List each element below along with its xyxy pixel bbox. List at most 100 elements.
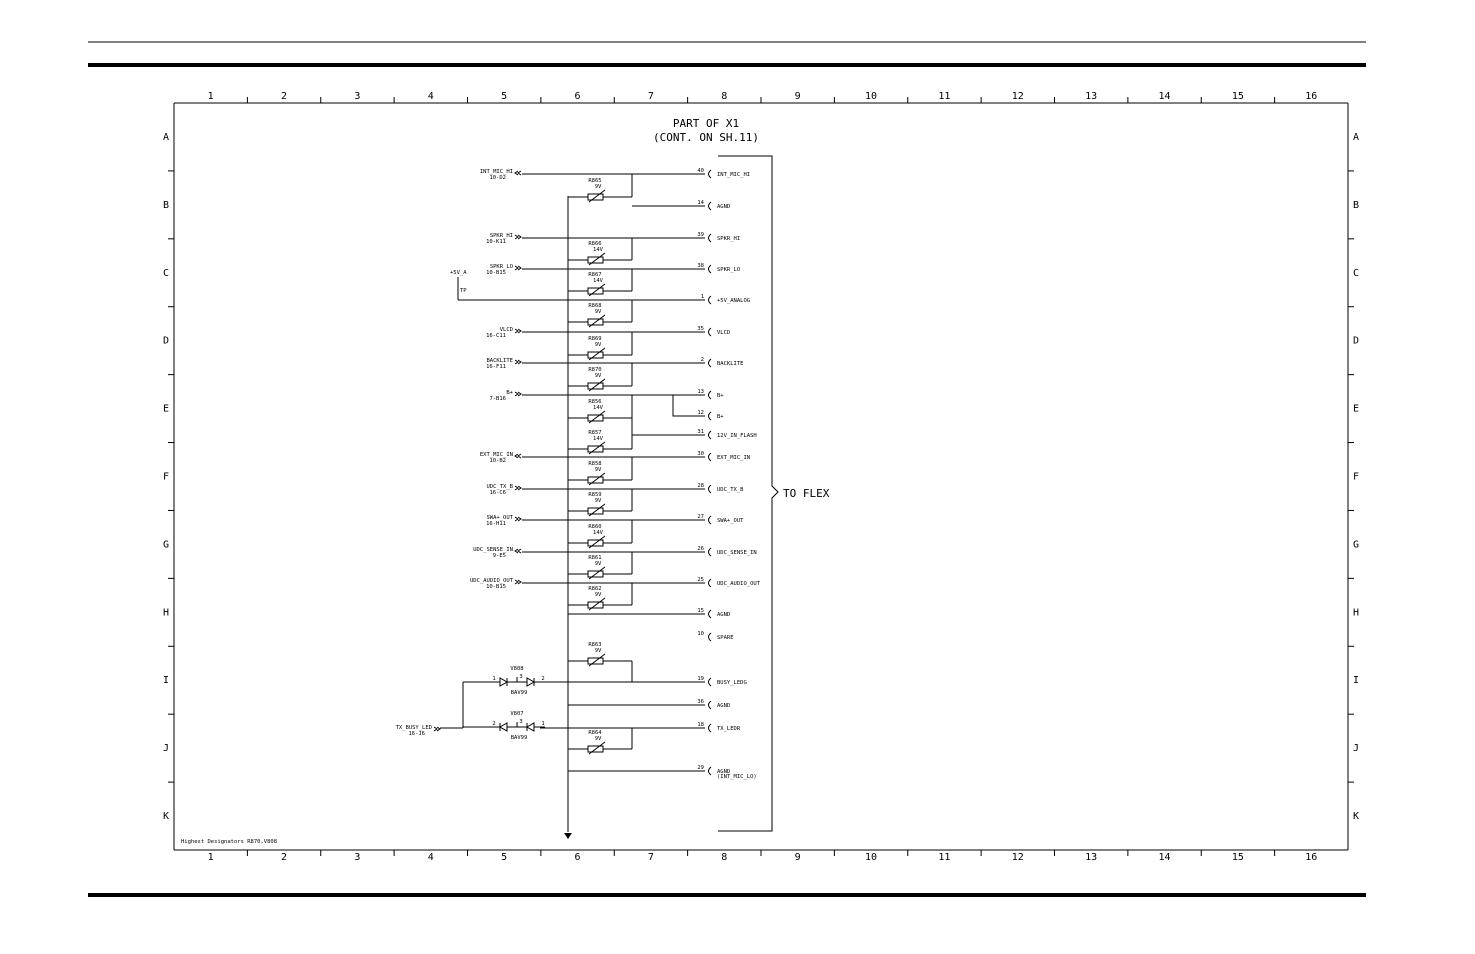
offpage-reference: 16-H11: [486, 521, 506, 527]
column-label-top: 16: [1305, 91, 1317, 102]
top-thick-rule: [88, 63, 1366, 67]
column-label-top: 15: [1232, 91, 1244, 102]
connector-pin-icon: [708, 264, 712, 274]
row-label-left: A: [163, 132, 169, 143]
varistor-ref: R858: [588, 461, 601, 467]
offpage-connector-icon: [514, 516, 522, 522]
offpage-connector-icon: [514, 579, 522, 585]
varistor-ref: R867: [588, 272, 601, 278]
varistor-slash: [588, 347, 606, 361]
connector-signal-name: 12V_IN_FLASH: [717, 433, 757, 439]
column-label-top: 10: [865, 91, 877, 102]
diode-triangle-icon: [499, 677, 509, 687]
connector-signal-name: B+: [717, 414, 724, 420]
agnd-note: (INT_MIC_LO): [717, 774, 757, 780]
column-label-top: 9: [795, 91, 801, 102]
column-label-bot: 16: [1305, 852, 1317, 863]
offpage-signal-name: SPKR_HI: [490, 233, 513, 239]
offpage-signal-name: UDC_TX_B: [487, 484, 514, 490]
column-label-bot: 9: [795, 852, 801, 863]
pin-number: 28: [697, 483, 704, 489]
varistor-value: 14V: [593, 436, 604, 442]
varistor-ref: R868: [588, 303, 601, 309]
row-label-right: G: [1353, 539, 1359, 550]
column-label-bot: 6: [575, 852, 581, 863]
row-label-right: A: [1353, 132, 1359, 143]
pin-number: 27: [697, 514, 704, 520]
pin-number: 40: [697, 168, 704, 174]
varistor-ref: R869: [588, 336, 601, 342]
connector-signal-name: SWA+_OUT: [717, 518, 744, 524]
varistor-slash: [588, 597, 606, 611]
varistor-value: 9V: [595, 592, 602, 598]
column-label-top: 2: [281, 91, 287, 102]
connector-pin-icon: [708, 201, 712, 211]
row-label-right: K: [1353, 811, 1359, 822]
bplus-jumper: [672, 395, 705, 417]
connector-signal-name: SPARE: [717, 635, 734, 641]
varistor-ref: R870: [588, 367, 601, 373]
varistor-ref: R863: [588, 642, 601, 648]
flash-line: [631, 434, 705, 447]
offpage-signal-name: UDC_SENSE_IN: [473, 547, 513, 553]
varistor-ref: R857: [588, 430, 601, 436]
pin-number: 10: [697, 631, 704, 637]
pin-number: 1: [701, 294, 704, 300]
varistor-value: 14V: [593, 247, 604, 253]
offpage-reference: 16-F11: [486, 364, 506, 370]
power-tp-label: TP: [460, 288, 467, 294]
pin-number: 29: [697, 765, 704, 771]
pin-number: 30: [697, 451, 704, 457]
column-label-bot: 7: [648, 852, 654, 863]
pin-number: 19: [697, 676, 704, 682]
title-line-2: (CONT. ON SH.11): [653, 131, 759, 144]
connector-signal-name: AGND: [717, 703, 730, 709]
offpage-connector-icon: [514, 391, 522, 397]
row-label-left: C: [163, 268, 169, 279]
column-label-top: 12: [1012, 91, 1024, 102]
column-label-top: 14: [1159, 91, 1171, 102]
connector-pin-icon: [708, 358, 712, 368]
varistor-slash: [588, 741, 606, 755]
varistor-slash: [588, 472, 606, 486]
pin-number: 15: [697, 608, 704, 614]
row-label-left: B: [163, 200, 169, 211]
connector-pin-icon: [708, 452, 712, 462]
column-label-top: 8: [721, 91, 727, 102]
offpage-reference: 16-J6: [408, 731, 425, 737]
connector-bracket: [718, 155, 779, 832]
varistor-slash: [588, 566, 606, 580]
varistor-slash: [588, 441, 606, 455]
column-label-top: 5: [501, 91, 507, 102]
varistor-value: 9V: [595, 498, 602, 504]
diode-pin: 2: [492, 721, 495, 727]
connector-signal-name: AGND: [717, 612, 730, 618]
offpage-signal-name: EXT_MIC_IN: [480, 452, 513, 458]
connector-signal-name: AGND: [717, 769, 730, 775]
offpage-connector-icon: [514, 265, 522, 271]
connector-pin-icon: [708, 609, 712, 619]
varistor-value: 9V: [595, 342, 602, 348]
diode-part: BAV99: [511, 690, 528, 696]
connector-pin-icon: [708, 484, 712, 494]
pin-number: 39: [697, 232, 704, 238]
varistor-slash: [588, 189, 606, 203]
diode-triangle-icon: [525, 722, 535, 732]
connector-pin-icon: [708, 169, 712, 179]
column-label-bot: 14: [1159, 852, 1171, 863]
offpage-signal-name: INT_MIC_HI: [480, 169, 513, 175]
diode-triangle-icon: [526, 677, 536, 687]
connector-signal-name: AGND: [717, 204, 730, 210]
diode-part: BAV99: [511, 735, 528, 741]
row-label-right: I: [1353, 675, 1359, 686]
offpage-connector-icon: [514, 453, 522, 459]
column-label-top: 13: [1085, 91, 1097, 102]
varistor-ref: R862: [588, 586, 601, 592]
offpage-reference: 10-B15: [486, 270, 506, 276]
offpage-connector-icon: [514, 359, 522, 365]
row-label-left: F: [163, 472, 169, 483]
